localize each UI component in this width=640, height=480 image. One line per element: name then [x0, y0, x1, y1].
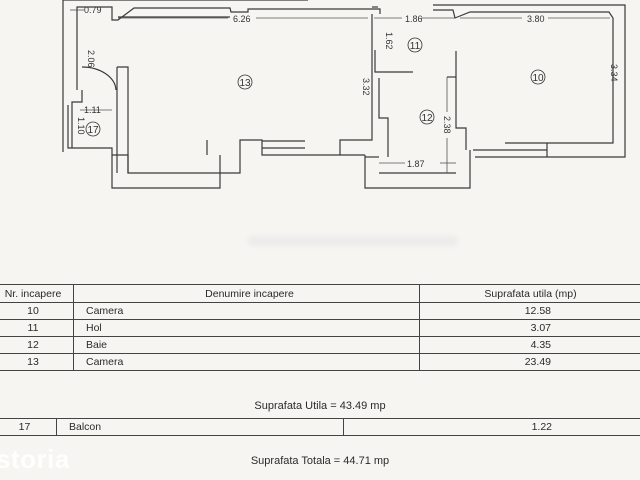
room-label-12: 12 [421, 113, 433, 124]
summary-utila: Suprafata Utila = 43.49 mp [254, 400, 386, 412]
wall-segment [455, 51, 467, 150]
dimension-1-62: 1.62 [384, 32, 394, 50]
header-area: Suprafata utila (mp) [419, 284, 640, 303]
wall-segment [378, 78, 389, 157]
room-label-17: 17 [87, 125, 99, 136]
faded-text-smudge [248, 236, 458, 246]
watermark-logo: storia [0, 444, 70, 474]
summary-totala: Suprafata Totala = 44.71 mp [250, 455, 390, 467]
outer-wall-right [433, 4, 626, 158]
dimension-2-38: 2.38 [442, 116, 452, 134]
cell-area: 12.58 [419, 302, 640, 320]
table-row: 17 Balcon 1.22 [0, 418, 640, 436]
cell-nr: 10 [0, 302, 74, 320]
wall-segment [374, 50, 413, 73]
header-name: Denumire incapere [73, 284, 420, 303]
header-nr: Nr. incapere [0, 284, 74, 303]
wall-segment [339, 14, 373, 156]
dimension-0-79: 0.79 [84, 5, 102, 15]
cell-nr: 12 [0, 336, 74, 354]
room-label-13: 13 [239, 78, 251, 89]
room-label-circle [419, 109, 435, 125]
cell-area: 3.07 [419, 319, 640, 337]
balcony-wall [67, 105, 340, 174]
cell-name: Balcon [56, 418, 344, 436]
dimension-3-32: 3.32 [361, 78, 371, 96]
table-header-row: Nr. incapere Denumire incapere Suprafata… [0, 284, 640, 303]
dimension-1-87: 1.87 [407, 159, 425, 169]
room-label-circle [407, 37, 423, 53]
room-label-circle [530, 69, 546, 85]
door-arc [81, 66, 117, 91]
cell-area: 23.49 [419, 353, 640, 371]
dimension-6-26: 6.26 [233, 14, 251, 24]
inner-wall-room10 [433, 9, 614, 144]
room-label-11: 11 [410, 41, 421, 52]
dimension-2-06: 2.06 [86, 50, 96, 68]
table-row: 13 Camera 23.49 [0, 353, 640, 371]
cell-area: 1.22 [343, 418, 640, 436]
inner-wall-room13 [76, 6, 381, 90]
table-row: 10 Camera 12.58 [0, 302, 640, 320]
dimension-3-80: 3.80 [527, 14, 545, 24]
table-row: 11 Hol 3.07 [0, 319, 640, 337]
floor-plan: 0.79 6.26 1.86 3.80 1.11 1.87 2.06 1.10 … [62, 0, 626, 189]
cell-nr: 11 [0, 319, 74, 337]
cell-name: Camera [73, 353, 420, 371]
wall-segment [364, 150, 471, 189]
outer-wall [62, 0, 308, 152]
cell-name: Baie [73, 336, 420, 354]
rooms-table: Nr. incapere Denumire incapere Suprafata… [0, 284, 640, 371]
cell-area: 4.35 [419, 336, 640, 354]
cell-name: Hol [73, 319, 420, 337]
table-row: 12 Baie 4.35 [0, 336, 640, 354]
cell-nr: 17 [0, 418, 57, 436]
dimension-3-34: 3.34 [609, 64, 619, 82]
room-label-circle [237, 74, 253, 90]
lower-outline [111, 155, 221, 189]
dimension-1-86: 1.86 [405, 14, 423, 24]
balcony-inner [71, 90, 83, 148]
wall-segment [117, 66, 129, 173]
room-label-10: 10 [532, 73, 544, 84]
dimension-1-11: 1.11 [84, 105, 101, 115]
balcon-table: 17 Balcon 1.22 [0, 418, 640, 436]
cell-nr: 13 [0, 353, 74, 371]
dimension-1-10: 1.10 [76, 117, 86, 135]
cell-name: Camera [73, 302, 420, 320]
room-label-circle [85, 121, 101, 137]
